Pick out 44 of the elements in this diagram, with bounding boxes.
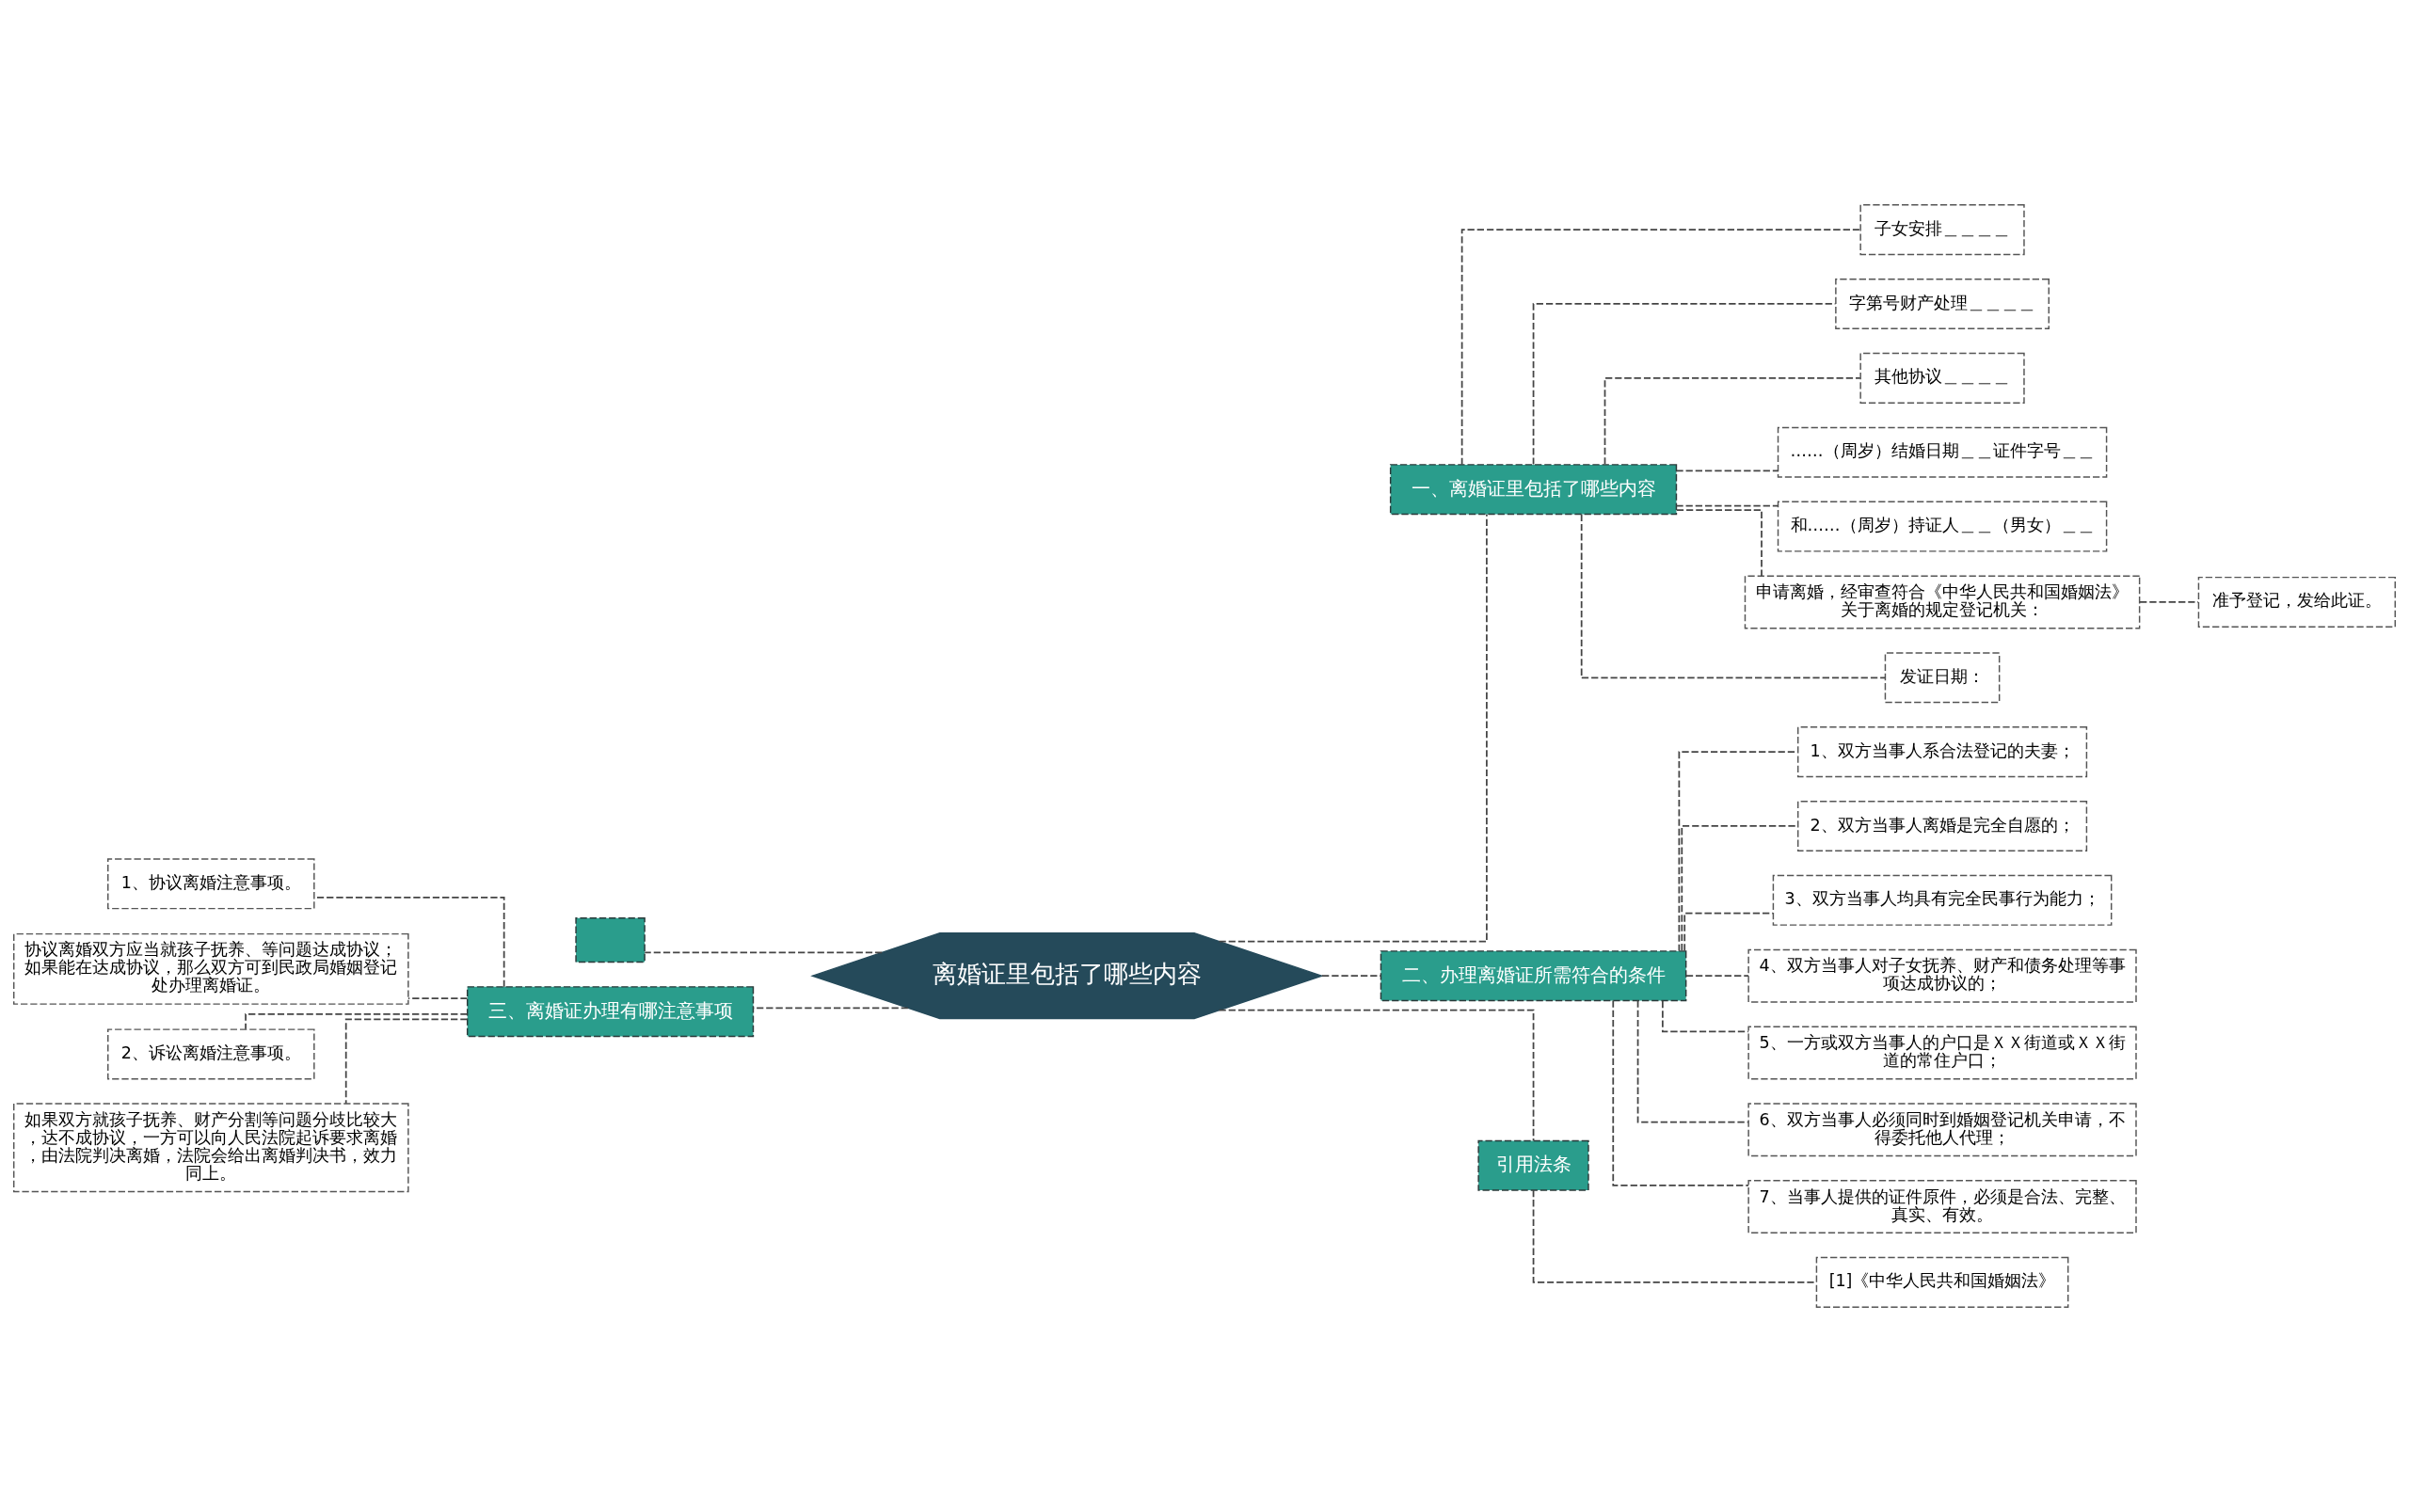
node-box: ……（周岁）结婚日期＿＿证件字号＿＿ bbox=[1777, 426, 2108, 478]
node-box: 申请离婚，经审查符合《中华人民共和国婚姻法》关于离婚的规定登记机关： bbox=[1744, 575, 2141, 629]
connector bbox=[1321, 975, 1382, 978]
connector bbox=[1612, 999, 1749, 1186]
node-box: 1、双方当事人系合法登记的夫妻； bbox=[1797, 726, 2088, 778]
node-box: 准予登记，发给此证。 bbox=[2197, 576, 2396, 628]
connector bbox=[1661, 1000, 1749, 1033]
connector bbox=[2139, 601, 2199, 603]
node-box: 2、双方当事人离婚是完全自愿的； bbox=[1797, 800, 2088, 851]
connector bbox=[407, 997, 469, 999]
connector bbox=[1675, 470, 1779, 472]
connector bbox=[1218, 513, 1488, 943]
connector bbox=[1675, 509, 1763, 578]
node-box: [1]《中华人民共和国婚姻法》 bbox=[1815, 1256, 2069, 1308]
connector bbox=[1580, 513, 1887, 679]
connector bbox=[1603, 377, 1861, 466]
node-box: 和……（周岁）持证人＿＿（男女）＿＿ bbox=[1777, 501, 2108, 552]
connector bbox=[1460, 229, 1861, 466]
connector bbox=[1675, 504, 1779, 507]
connector bbox=[245, 1013, 469, 1030]
connector bbox=[1685, 975, 1749, 978]
node-box: 一、离婚证里包括了哪些内容 bbox=[1389, 464, 1678, 516]
node-box: 其他协议＿＿＿＿ bbox=[1859, 352, 2025, 404]
node-box: 字第号财产处理＿＿＿＿ bbox=[1835, 278, 2050, 330]
node-box bbox=[575, 917, 646, 963]
connector bbox=[1683, 912, 1774, 952]
node-box: 4、双方当事人对子女抚养、财产和债务处理等事项达成协议的； bbox=[1747, 948, 2137, 1003]
connector bbox=[1218, 1009, 1535, 1142]
node-box: 协议离婚双方应当就孩子抚养、等问题达成协议；如果能在达成协议，那么双方可到民政局婚姻登记处办理离婚证。 bbox=[13, 932, 409, 1005]
connector bbox=[1636, 999, 1749, 1123]
node-box: 二、办理离婚证所需符合的条件 bbox=[1380, 950, 1687, 1002]
node-box: 发证日期： bbox=[1884, 652, 2001, 704]
node-box: 引用法条 bbox=[1477, 1139, 1589, 1191]
node-box: 3、双方当事人均具有完全民事行为能力； bbox=[1772, 874, 2113, 926]
connector bbox=[344, 1018, 469, 1105]
node-box: 1、协议离婚注意事项。 bbox=[107, 858, 315, 910]
node-box: 三、离婚证办理有哪注意事项 bbox=[466, 986, 755, 1038]
node-box: 子女安排＿＿＿＿ bbox=[1859, 204, 2025, 256]
node-box: 5、一方或双方当事人的户口是ＸＸ街道或ＸＸ街道的常住户口； bbox=[1747, 1026, 2137, 1080]
node-box: 7、当事人提供的证件原件，必须是合法、完整、真实、有效。 bbox=[1747, 1180, 2137, 1233]
node-box: 如果双方就孩子抚养、财产分割等问题分歧比较大，达不成协议，一方可以向人民法院起诉要求离婚，由法院判决离婚，法院会给出离婚判决书，效力同上。 bbox=[13, 1103, 409, 1193]
node-box: 6、双方当事人必须同时到婚姻登记机关申请，不得委托他人代理； bbox=[1747, 1103, 2137, 1157]
connector bbox=[644, 951, 884, 954]
node-box: 2、诉讼离婚注意事项。 bbox=[107, 1028, 315, 1080]
